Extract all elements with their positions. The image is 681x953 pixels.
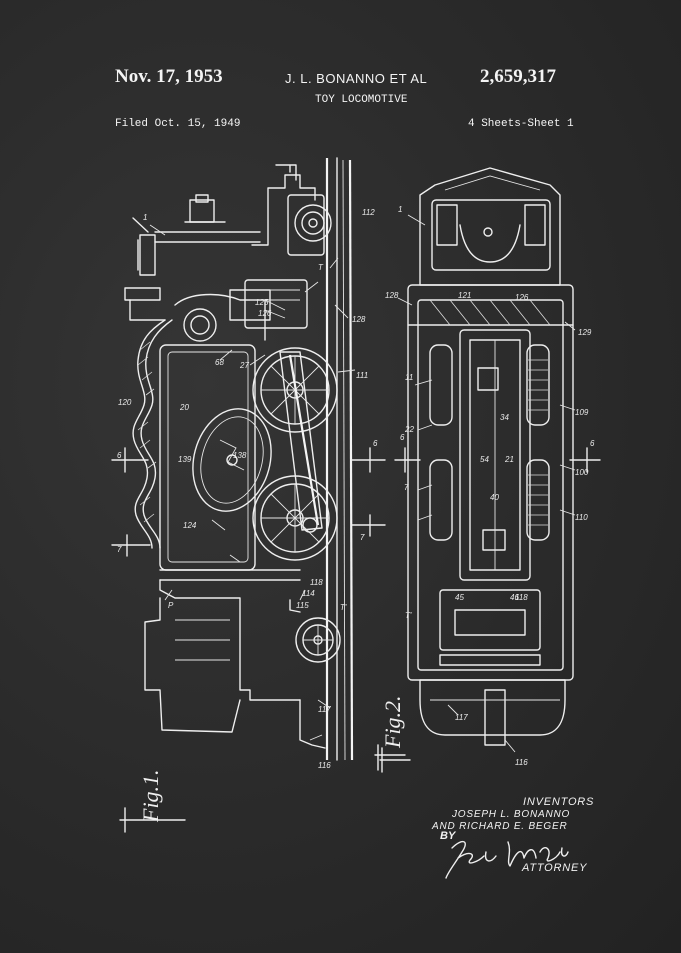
fig2-ref-118: 118 xyxy=(515,593,528,602)
section-6-left: 6 xyxy=(117,451,122,460)
fig2-ref-100: 100 xyxy=(575,468,589,477)
ref-124: 124 xyxy=(183,521,197,530)
patent-title: TOY LOCOMOTIVE xyxy=(315,94,408,106)
fig1-label: Fig.1. xyxy=(138,769,163,823)
patent-number: 2,659,317 xyxy=(480,66,556,87)
fig2-ref-22: 22 xyxy=(404,425,414,434)
fig2-ref-110: 110 xyxy=(575,513,588,522)
inventor-line-2: AND RICHARD E. BEGER xyxy=(432,821,568,832)
ref-114: 114 xyxy=(302,589,315,598)
section-7-right: 7 xyxy=(360,533,365,542)
section-7-left: 7 xyxy=(117,545,122,554)
fig2-ref-126: 126 xyxy=(515,293,529,302)
ref-118: 118 xyxy=(310,578,323,587)
fig2-ref-121: 121 xyxy=(458,291,471,300)
attorney-signature xyxy=(445,841,569,879)
ref-T-prime: T' xyxy=(340,603,347,612)
fig2-ref-21: 21 xyxy=(504,455,514,464)
ref-116: 116 xyxy=(318,761,331,770)
ref-128: 128 xyxy=(352,315,366,324)
ref-27: 27 xyxy=(239,361,249,370)
fig2-ref-117: 117 xyxy=(455,713,468,722)
fig2-section-6-left: 6 xyxy=(400,433,405,442)
filed-date: Filed Oct. 15, 1949 xyxy=(115,118,241,130)
fig1-side-view: 1 68 27 125 126 128 120 20 138 139 124 1… xyxy=(111,157,406,833)
ref-1: 1 xyxy=(143,213,147,222)
fig2-ref-T-prime: T' xyxy=(405,611,412,620)
ref-117: 117 xyxy=(318,705,331,714)
fig2-ref-46: 46 xyxy=(510,593,519,602)
ref-68: 68 xyxy=(215,358,224,367)
sheet-count: 4 Sheets-Sheet 1 xyxy=(468,118,574,130)
fig2-ref-11: 11 xyxy=(405,373,413,382)
fig2-section-7: 7 xyxy=(404,483,409,492)
ref-125: 125 xyxy=(255,298,269,307)
ref-T: T xyxy=(318,263,324,272)
ref-120: 120 xyxy=(118,398,132,407)
et-al: ET AL xyxy=(389,71,428,86)
ref-111: 111 xyxy=(356,371,368,380)
fig2-ref-116: 116 xyxy=(515,758,528,767)
inventors-heading: INVENTORS xyxy=(523,796,595,808)
attorney-label: ATTORNEY xyxy=(522,862,588,874)
fig2-ref-128: 128 xyxy=(385,291,399,300)
patent-date: Nov. 17, 1953 xyxy=(115,66,223,87)
inventor-names: J. L. BONANNO ET AL xyxy=(285,71,427,86)
fig2-ref-40: 40 xyxy=(490,493,499,502)
fig2-ref-54: 54 xyxy=(480,455,489,464)
fig2-ref-1: 1 xyxy=(398,205,402,214)
fig2-section-6-right: 6 xyxy=(590,439,595,448)
ref-115: 115 xyxy=(296,601,309,610)
section-6-right: 6 xyxy=(373,439,378,448)
fig2-ref-34: 34 xyxy=(500,413,509,422)
fig2-ref-109: 109 xyxy=(575,408,589,417)
fig2-label: Fig.2. xyxy=(380,695,405,749)
inventor-name-primary: J. L. BONANNO xyxy=(285,71,386,86)
fig2-top-view: 1 128 121 126 129 11 22 34 21 54 40 45 4… xyxy=(379,167,601,773)
ref-112: 112 xyxy=(362,208,375,217)
inventor-line-1: JOSEPH L. BONANNO xyxy=(452,809,571,820)
ref-138: 138 xyxy=(233,451,247,460)
ref-P: P xyxy=(168,601,174,610)
fig2-ref-45: 45 xyxy=(455,593,464,602)
by-label: BY xyxy=(440,830,456,842)
ref-139: 139 xyxy=(178,455,192,464)
ref-20: 20 xyxy=(179,403,189,412)
fig2-ref-129: 129 xyxy=(578,328,592,337)
ref-126: 126 xyxy=(258,309,272,318)
